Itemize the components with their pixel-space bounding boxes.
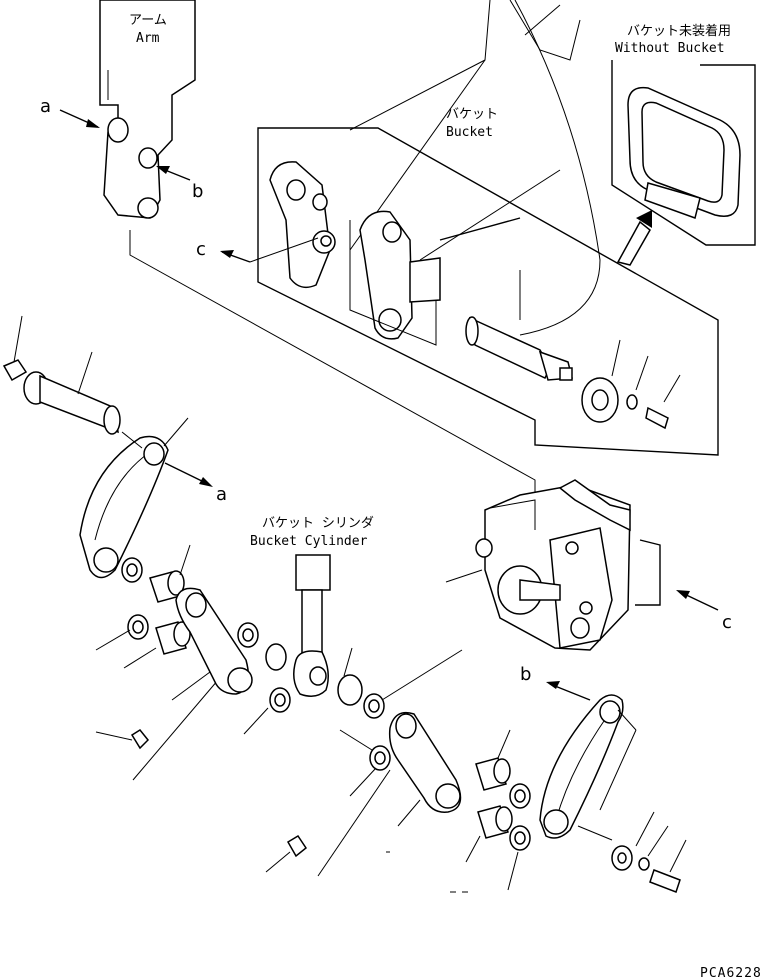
bracket-assembly [445, 479, 661, 651]
callout-a-mid-letter: a [216, 484, 227, 505]
drawing-code: PCA6228 [700, 966, 762, 980]
bucket-outline: バケット Bucket [349, 0, 601, 336]
arm-assembly: アーム Arm [99, 0, 196, 219]
without-bucket-label-en: Without Bucket [615, 41, 725, 56]
lower-middle-parts [265, 711, 531, 893]
left-lower-parts [95, 544, 259, 750]
callout-a-mid: a [164, 462, 227, 505]
callout-c-top-letter: c [196, 239, 206, 260]
arm-label-jp: アーム [129, 13, 167, 28]
callout-a-top-letter: a [40, 96, 51, 117]
bucket-cylinder-label-en: Bucket Cylinder [250, 534, 368, 549]
callout-b-bottom-letter: b [520, 664, 531, 685]
without-bucket-detail: バケット未装着用 Without Bucket [611, 23, 756, 266]
callout-c-right-letter: c [722, 612, 732, 633]
callout-b-top: b [156, 166, 203, 202]
callout-c-top: c [196, 237, 319, 263]
callout-b-bottom: b [520, 664, 591, 701]
callout-b-top-letter: b [192, 181, 203, 202]
bucket-cylinder-label-jp: バケット シリンダ [262, 516, 374, 531]
right-lower-parts [539, 694, 687, 893]
left-pin-and-link [2, 315, 189, 579]
bucket-cylinder: バケット シリンダ Bucket Cylinder [243, 516, 463, 751]
callout-a-top: a [40, 96, 100, 128]
bucket-label-en: Bucket [446, 125, 493, 140]
bucket-label-jp: バケット [446, 107, 498, 122]
link-detail-box [257, 127, 719, 456]
arm-label-en: Arm [136, 31, 160, 46]
without-bucket-label-jp: バケット未装着用 [627, 23, 731, 39]
guide-lines [94, 230, 536, 781]
callout-c-right: c [676, 590, 732, 633]
